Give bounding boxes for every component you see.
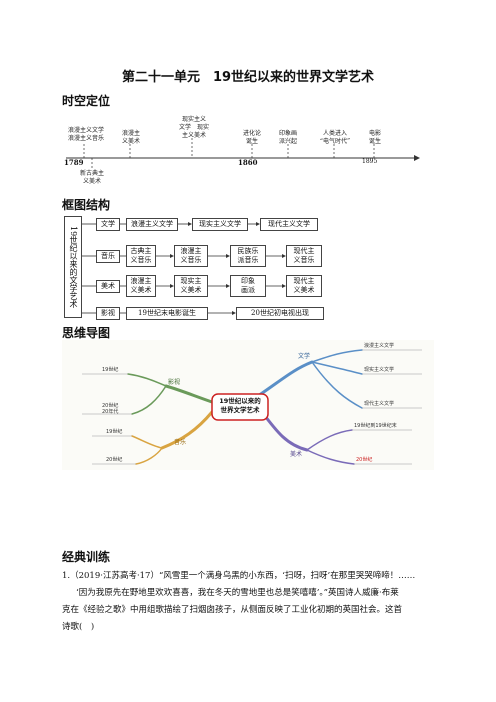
framework-diagram: 19世纪以来的文学艺术 文学 浪漫主义文学 现实主义文学 现代主义文学 音乐 古…	[62, 214, 434, 320]
section-practice-heading: 经典训练	[62, 550, 111, 564]
timeline-romantic-art: 浪漫主 义美术	[121, 130, 140, 145]
timeline-axis	[66, 138, 420, 170]
framework-item: 现代主 义美术	[286, 275, 322, 297]
framework-item: 现代主 义音乐	[286, 245, 322, 267]
mindmap-branch-art: 美术	[290, 451, 303, 458]
framework-cat-film: 影视	[96, 307, 120, 320]
page-title: 第二十一单元 19世纪以来的世界文学艺术	[121, 70, 375, 85]
framework-item: 20世纪初电视出现	[236, 307, 324, 320]
mindmap-leaf: 现代主义文学	[364, 401, 395, 407]
mindmap-leaf: 20世纪	[106, 457, 123, 463]
framework-item: 现代主义文学	[260, 218, 318, 231]
mindmap-branches	[82, 349, 422, 465]
mindmap-branch-film: 影视	[168, 379, 181, 386]
framework-item: 浪漫主 义美术	[126, 275, 156, 297]
mindmap-center: 19世纪以来的 世界文学艺术	[219, 397, 261, 414]
framework-item: 印象 画派	[230, 275, 266, 297]
question-stem: 1.（2019·江苏高考·17）“风雪里一个满身乌黑的小东西，‘扫呀，扫呀’在那…	[62, 571, 416, 581]
mindmap: 19世纪以来的 世界文学艺术 文学 影视 音乐 美术 浪漫主义文学 现实主义文学…	[62, 340, 434, 470]
timeline: 浪漫主义文学 浪漫主义音乐 浪漫主 义美术 现实主义 文学 现实 主义美术 进化…	[62, 112, 434, 192]
timeline-electric-age: 人类进入 “电气时代”	[319, 130, 351, 145]
year-1895: 1895	[362, 158, 378, 165]
framework-item: 浪漫主义文学	[126, 218, 178, 231]
year-1860: 1860	[238, 158, 258, 167]
mindmap-leaf: 浪漫主义文学	[364, 343, 395, 349]
framework-item: 民族乐 派音乐	[230, 245, 266, 267]
question-line: 克在《经验之歌》中用组歌描绘了扫烟囱孩子，从侧面反映了工业化初期的英国社会。这首	[62, 605, 403, 615]
timeline-impressionism: 印象画 派兴起	[278, 130, 297, 145]
question-line: ‘因为我原先在野地里欢欢喜喜，我在冬天的雪地里也总是笑嘻嘻’。”英国诗人威廉·布…	[76, 588, 399, 598]
framework-cat-art: 美术	[96, 280, 120, 293]
section-framework-heading: 框图结构	[62, 198, 111, 212]
framework-cat-literature: 文学	[96, 218, 120, 231]
framework-item: 现实主 义美术	[174, 275, 208, 297]
mindmap-branch-literature: 文学	[298, 353, 311, 360]
mindmap-leaf: 20世纪 20年代	[102, 403, 119, 415]
framework-item: 古典主 义音乐	[126, 245, 156, 267]
timeline-romantic: 浪漫主义文学 浪漫主义音乐	[67, 127, 104, 142]
mindmap-leaf: 19世纪	[102, 367, 119, 373]
timeline-realism: 现实主义 文学 现实 主义美术	[178, 116, 209, 139]
mindmap-branch-music: 音乐	[174, 439, 187, 446]
framework-side-label: 19世纪以来的文学艺术	[64, 216, 82, 318]
section-mindmap-heading: 思维导图	[62, 326, 111, 340]
mindmap-leaf: 19世纪到19世纪末	[354, 423, 397, 429]
framework-item: 19世纪末电影诞生	[126, 307, 208, 320]
mindmap-leaf: 19世纪	[106, 429, 123, 435]
framework-item: 现实主义文学	[192, 218, 248, 231]
question-line: 诗歌( )	[62, 622, 95, 632]
mindmap-leaf: 现实主义文学	[364, 367, 395, 373]
year-1789: 1789	[64, 158, 84, 167]
timeline-evolution: 进化论 诞生	[242, 130, 261, 145]
section-timeline-heading: 时空定位	[62, 94, 111, 108]
framework-cat-music: 音乐	[96, 250, 120, 263]
mindmap-leaf: 20世纪	[356, 457, 373, 463]
framework-connectors	[82, 222, 286, 315]
timeline-classical-art: 新古典主 义美术	[79, 170, 104, 185]
framework-item: 浪漫主 义音乐	[174, 245, 208, 267]
timeline-film-birth: 电影 诞生	[368, 130, 381, 145]
